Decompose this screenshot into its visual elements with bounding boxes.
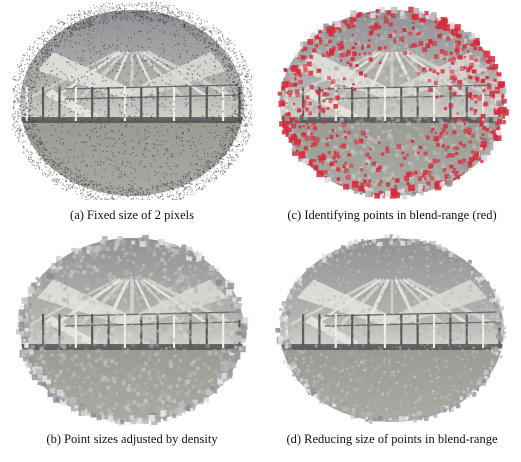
panorama-image-d <box>275 234 507 424</box>
panel-a: (a) Fixed size of 2 pixels <box>12 2 252 222</box>
caption-b: (b) Point sizes adjusted by density <box>46 432 218 446</box>
caption-a: (a) Fixed size of 2 pixels <box>70 208 194 222</box>
caption-d: (d) Reducing size of points in blend-ran… <box>286 432 498 446</box>
panorama-image-a <box>12 2 252 200</box>
caption-c: (c) Identifying points in blend-range (r… <box>287 208 497 222</box>
panel-b: (b) Point sizes adjusted by density <box>12 230 252 446</box>
panel-c: (c) Identifying points in blend-range (r… <box>272 2 512 222</box>
panel-d: (d) Reducing size of points in blend-ran… <box>272 230 512 446</box>
panorama-image-c <box>277 6 509 200</box>
panorama-image-b <box>16 234 249 426</box>
